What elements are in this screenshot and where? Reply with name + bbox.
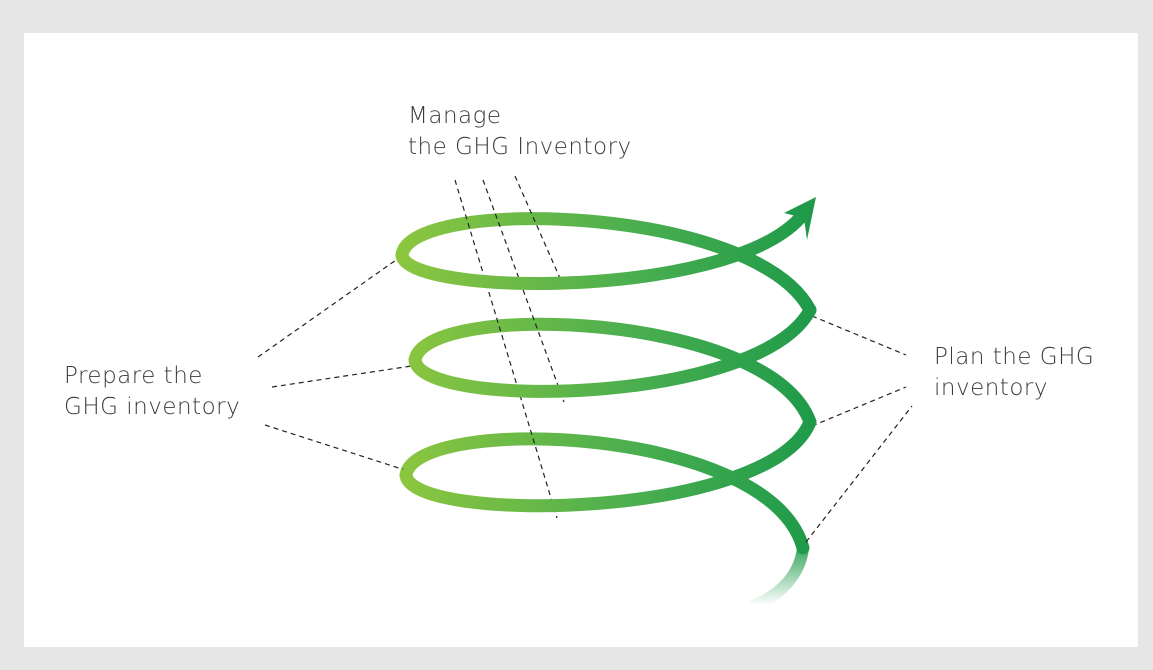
label-plan-ghg-inventory: Plan the GHG inventory	[934, 342, 1094, 404]
leader-manage-1	[454, 179, 558, 519]
label-line: GHG inventory	[64, 394, 241, 420]
label-line: Plan the GHG	[934, 344, 1095, 370]
coil-1-back	[395, 212, 817, 317]
coil-1-front	[395, 211, 807, 290]
label-line: inventory	[934, 375, 1048, 401]
spiral-arrow-head	[784, 197, 816, 240]
leader-manage-3	[514, 175, 564, 286]
diagram-panel	[24, 33, 1138, 647]
spiral-tail	[749, 542, 809, 611]
spiral-back-arcs	[395, 212, 817, 555]
coil-3-back	[399, 432, 810, 555]
leader-prepare-3	[264, 424, 409, 472]
leader-prepare-2	[271, 364, 419, 388]
leader-lines	[257, 175, 913, 543]
label-line: Manage	[408, 103, 502, 129]
label-manage-ghg-inventory: Manage the GHG Inventory	[408, 101, 632, 163]
leader-manage-2	[482, 179, 565, 403]
coil-3-front	[399, 415, 817, 513]
leader-plan-1	[811, 315, 907, 356]
coil-2-back	[408, 317, 817, 429]
spiral-front-arcs	[395, 211, 817, 513]
label-prepare-ghg-inventory: Prepare the GHG inventory	[64, 361, 240, 423]
leader-plan-2	[811, 386, 907, 427]
label-line: Prepare the	[64, 363, 203, 389]
coil-2-front	[408, 303, 817, 398]
label-line: the GHG Inventory	[408, 134, 632, 160]
leader-plan-3	[805, 405, 913, 543]
leader-prepare-1	[257, 252, 407, 358]
